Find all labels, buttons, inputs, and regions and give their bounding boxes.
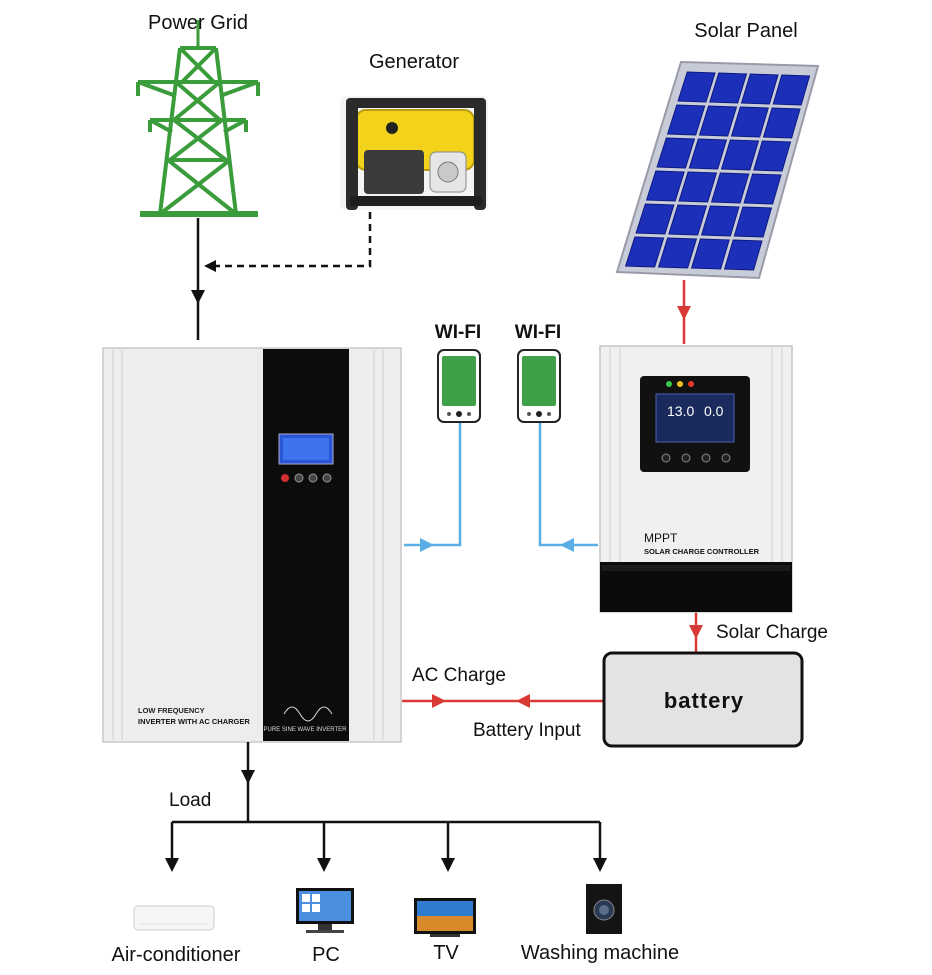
solar-cell (700, 205, 740, 237)
wifi-label-1: WI-FI (435, 322, 481, 343)
solar-cell (690, 238, 730, 270)
solar-cell (710, 172, 750, 204)
solar-cell (698, 105, 738, 137)
solar-panel-icon (615, 60, 820, 280)
load-label: Load (169, 790, 211, 811)
generator-feed-line (210, 212, 372, 268)
solar-charge-arrow (689, 625, 703, 639)
sine-wave-icon (283, 706, 333, 722)
controller-name: SOLAR CHARGE CONTROLLER (644, 547, 760, 556)
charge-controller-unit: 13.0 0.0 MPPT SOLAR CHARGE CONTROLLER (599, 345, 793, 613)
solar-cell (730, 106, 769, 138)
wifi-label-2: WI-FI (515, 322, 561, 343)
solar-cell (678, 171, 718, 203)
battery-label: battery (664, 688, 744, 713)
solar-cell (635, 203, 675, 235)
air-conditioner-icon (133, 905, 215, 931)
controller-lcd-right: 0.0 (704, 403, 724, 419)
solar-cell (645, 170, 685, 202)
controller-brand: MPPT (644, 531, 678, 545)
load-arrow (593, 858, 607, 872)
inverter-panel-line1: LOW FREQUENCY (138, 706, 205, 715)
solar-cell (762, 107, 801, 139)
solar-charge-label: Solar Charge (716, 622, 828, 643)
load-arrow (441, 858, 455, 872)
solar-cell (709, 72, 748, 104)
solar-cell (668, 204, 708, 236)
solar-cell (723, 239, 763, 271)
load-label-air-conditioner: Air-conditioner (112, 944, 241, 966)
ac-charge-label: AC Charge (412, 665, 506, 686)
pc-icon (296, 888, 354, 933)
inverter-unit: PURE SINE WAVE INVERTER LOW FREQUENCY IN… (102, 347, 402, 743)
load-trunk-arrow (241, 770, 255, 784)
battery-box: battery (602, 651, 804, 748)
solar-cell (657, 237, 698, 269)
phone-icon (437, 349, 481, 423)
inverter-front-text: PURE SINE WAVE INVERTER (264, 727, 348, 733)
load-arrow (165, 858, 179, 872)
controller-lcd (655, 393, 735, 443)
solar-feed-arrow (677, 306, 691, 320)
battery-input-label: Battery Input (473, 720, 581, 741)
solar-cell (753, 140, 792, 172)
generator-feed-arrow (204, 260, 216, 272)
tv-icon (414, 898, 476, 937)
solar-cell (743, 173, 782, 205)
inverter-panel-line2: INVERTER WITH AC CHARGER (138, 717, 250, 726)
solar-cell (624, 236, 665, 268)
load-label-washing-machine: Washing machine (521, 942, 679, 964)
power-tower-icon (136, 20, 260, 217)
solar-panel-label: Solar Panel (694, 20, 797, 42)
wifi-link-controller-arrow (560, 538, 574, 552)
solar-cell (666, 104, 706, 136)
load-branches (170, 822, 602, 862)
solar-cell (733, 206, 773, 238)
solar-cell (720, 139, 760, 171)
load-label-pc: PC (312, 944, 340, 966)
battery-input-arrow (516, 694, 530, 708)
wifi-link-inverter-arrow (420, 538, 434, 552)
wifi-link-inverter (404, 420, 462, 547)
wifi-link-controller (538, 420, 598, 547)
solar-cell (688, 138, 728, 170)
generator-icon (340, 96, 488, 210)
controller-lcd-left: 13.0 (667, 403, 694, 419)
load-arrow (317, 858, 331, 872)
solar-cell (656, 137, 696, 169)
solar-cell (740, 73, 779, 105)
ac-charge-arrow (432, 694, 446, 708)
generator-label: Generator (369, 51, 459, 73)
washing-machine-icon (586, 884, 622, 934)
solar-cell (772, 74, 811, 106)
solar-cell (677, 71, 716, 103)
phone-icon (517, 349, 561, 423)
load-label-tv: TV (433, 942, 459, 964)
grid-feed-arrow (191, 290, 205, 304)
